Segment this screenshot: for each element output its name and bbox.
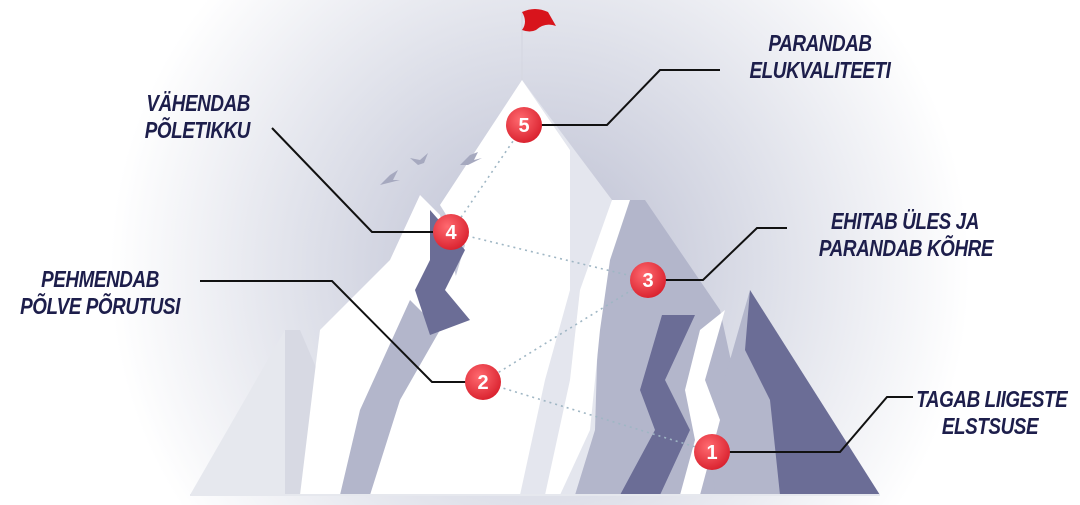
step-marker-2: 2 (465, 364, 501, 400)
label-line: EHITAB ÜLES JA (831, 208, 979, 234)
leader-line-2 (200, 280, 467, 383)
leader-line-5 (540, 69, 720, 126)
step-marker-5: 5 (506, 107, 542, 143)
step-number: 1 (706, 442, 717, 464)
step-label-3: EHITAB ÜLES JA PARANDAB KÕHRE (818, 208, 994, 262)
label-line: PARANDAB KÕHRE (818, 235, 994, 261)
leader-line-3 (664, 227, 787, 281)
step-label-2: PEHMENDAB PÕLVE PÕRUTUSI (18, 266, 182, 320)
bird-icon (380, 170, 400, 185)
label-line: PÕLVE PÕRUTUSI (20, 293, 180, 319)
label-line: PÕLETIKKU (144, 117, 251, 143)
label-line: PARANDAB (768, 30, 872, 56)
step-marker-4: 4 (433, 214, 469, 250)
label-line: ELUKVALITEETI (749, 57, 891, 83)
step-number: 4 (445, 222, 457, 244)
step-marker-3: 3 (630, 262, 666, 298)
main-peak (420, 80, 570, 495)
bird-icon (410, 153, 428, 165)
step-label-4: VÄHENDAB PÕLETIKKU (86, 90, 251, 144)
step-number: 3 (642, 270, 653, 292)
step-number: 5 (518, 115, 529, 137)
step-label-1: TAGAB LIIGESTE ELSTSUSE (916, 386, 1068, 440)
navy-strip-right (620, 315, 695, 495)
label-line: TAGAB LIIGESTE (916, 386, 1068, 412)
right-inner-white (680, 310, 725, 495)
step-marker-1: 1 (694, 434, 730, 470)
step-number: 2 (477, 372, 488, 394)
leader-line-4 (271, 127, 433, 233)
left-mid-shadow (340, 300, 440, 495)
bird-icon (460, 152, 482, 165)
step-label-5: PARANDAB ELUKVALITEETI (738, 30, 902, 84)
label-line: PEHMENDAB (41, 266, 159, 292)
right-mountain-white (545, 200, 630, 495)
leader-line-1 (728, 396, 913, 453)
flag-icon (522, 9, 556, 32)
label-line: ELSTSUSE (941, 413, 1039, 439)
label-line: VÄHENDAB (146, 90, 250, 116)
